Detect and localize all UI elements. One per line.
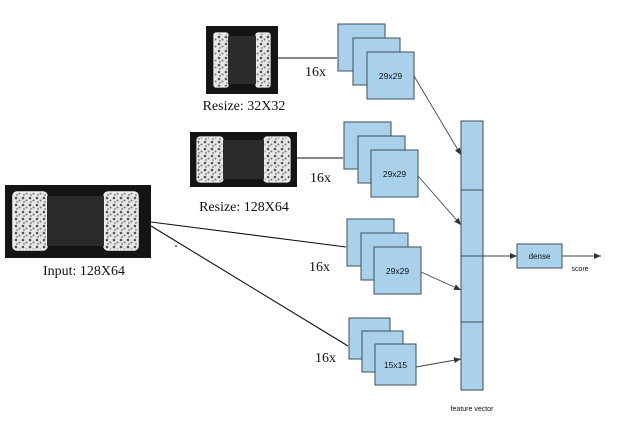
multiplier-label-2: 16x (310, 171, 331, 186)
resize-32-image (206, 26, 278, 94)
connector-input-crop (150, 225, 349, 347)
feature-vector-segment (460, 255, 484, 323)
input-component-body (47, 196, 104, 246)
feature-vector-segment (460, 321, 484, 391)
feature-map (373, 246, 422, 295)
resize-32-left-electrode (213, 32, 229, 88)
feature-map-size-2: 29x29 (383, 169, 406, 179)
feature-map-size-3: 29x29 (386, 266, 409, 276)
input-right-electrode (103, 191, 139, 251)
arrow-stack-2-to-vector (417, 175, 462, 226)
feature-map (370, 149, 419, 198)
stray-dot (175, 245, 177, 247)
resize-128-component-body (223, 140, 264, 179)
arrow-stack-3-to-vector (420, 271, 462, 291)
resize-128-caption: Resize: 128X64 (199, 200, 289, 215)
multiplier-label-4: 16x (315, 351, 336, 366)
input-left-electrode (12, 191, 48, 251)
feature-vector-label: feature vector (451, 406, 494, 413)
input-image (5, 185, 151, 258)
feature-map-size-1: 29x29 (379, 71, 402, 81)
score-label: score (571, 266, 588, 273)
feature-map (374, 343, 417, 386)
multiplier-label-1: 16x (305, 65, 326, 80)
arrow-stack-1-to-vector (413, 75, 462, 156)
multiplier-label-3: 16x (309, 260, 330, 275)
connector-input-full (150, 221, 347, 248)
dense-label: dense (529, 252, 551, 261)
feature-map-size-4: 15x15 (384, 360, 407, 370)
resize-32-component-body (228, 36, 256, 84)
resize-32-right-electrode (255, 32, 271, 88)
dense-box (516, 243, 563, 269)
resize-128-left-electrode (196, 136, 224, 183)
feature-vector-segment (460, 189, 484, 257)
arrow-stack-4-to-vector (415, 357, 462, 368)
feature-vector (460, 120, 484, 391)
resize-128-right-electrode (263, 136, 291, 183)
feature-map-stack-2: 29x29 (343, 121, 419, 198)
feature-map (366, 51, 415, 100)
feature-map-stack-1: 29x29 (337, 23, 415, 100)
feature-map-stack-4: 15x15 (348, 317, 417, 386)
resize-128-image (190, 132, 297, 187)
feature-vector-segment (460, 120, 484, 191)
feature-map-stack-3: 29x29 (346, 218, 422, 295)
input-label: Input: 128X64 (43, 264, 125, 279)
resize-32-caption: Resize: 32X32 (203, 99, 286, 114)
